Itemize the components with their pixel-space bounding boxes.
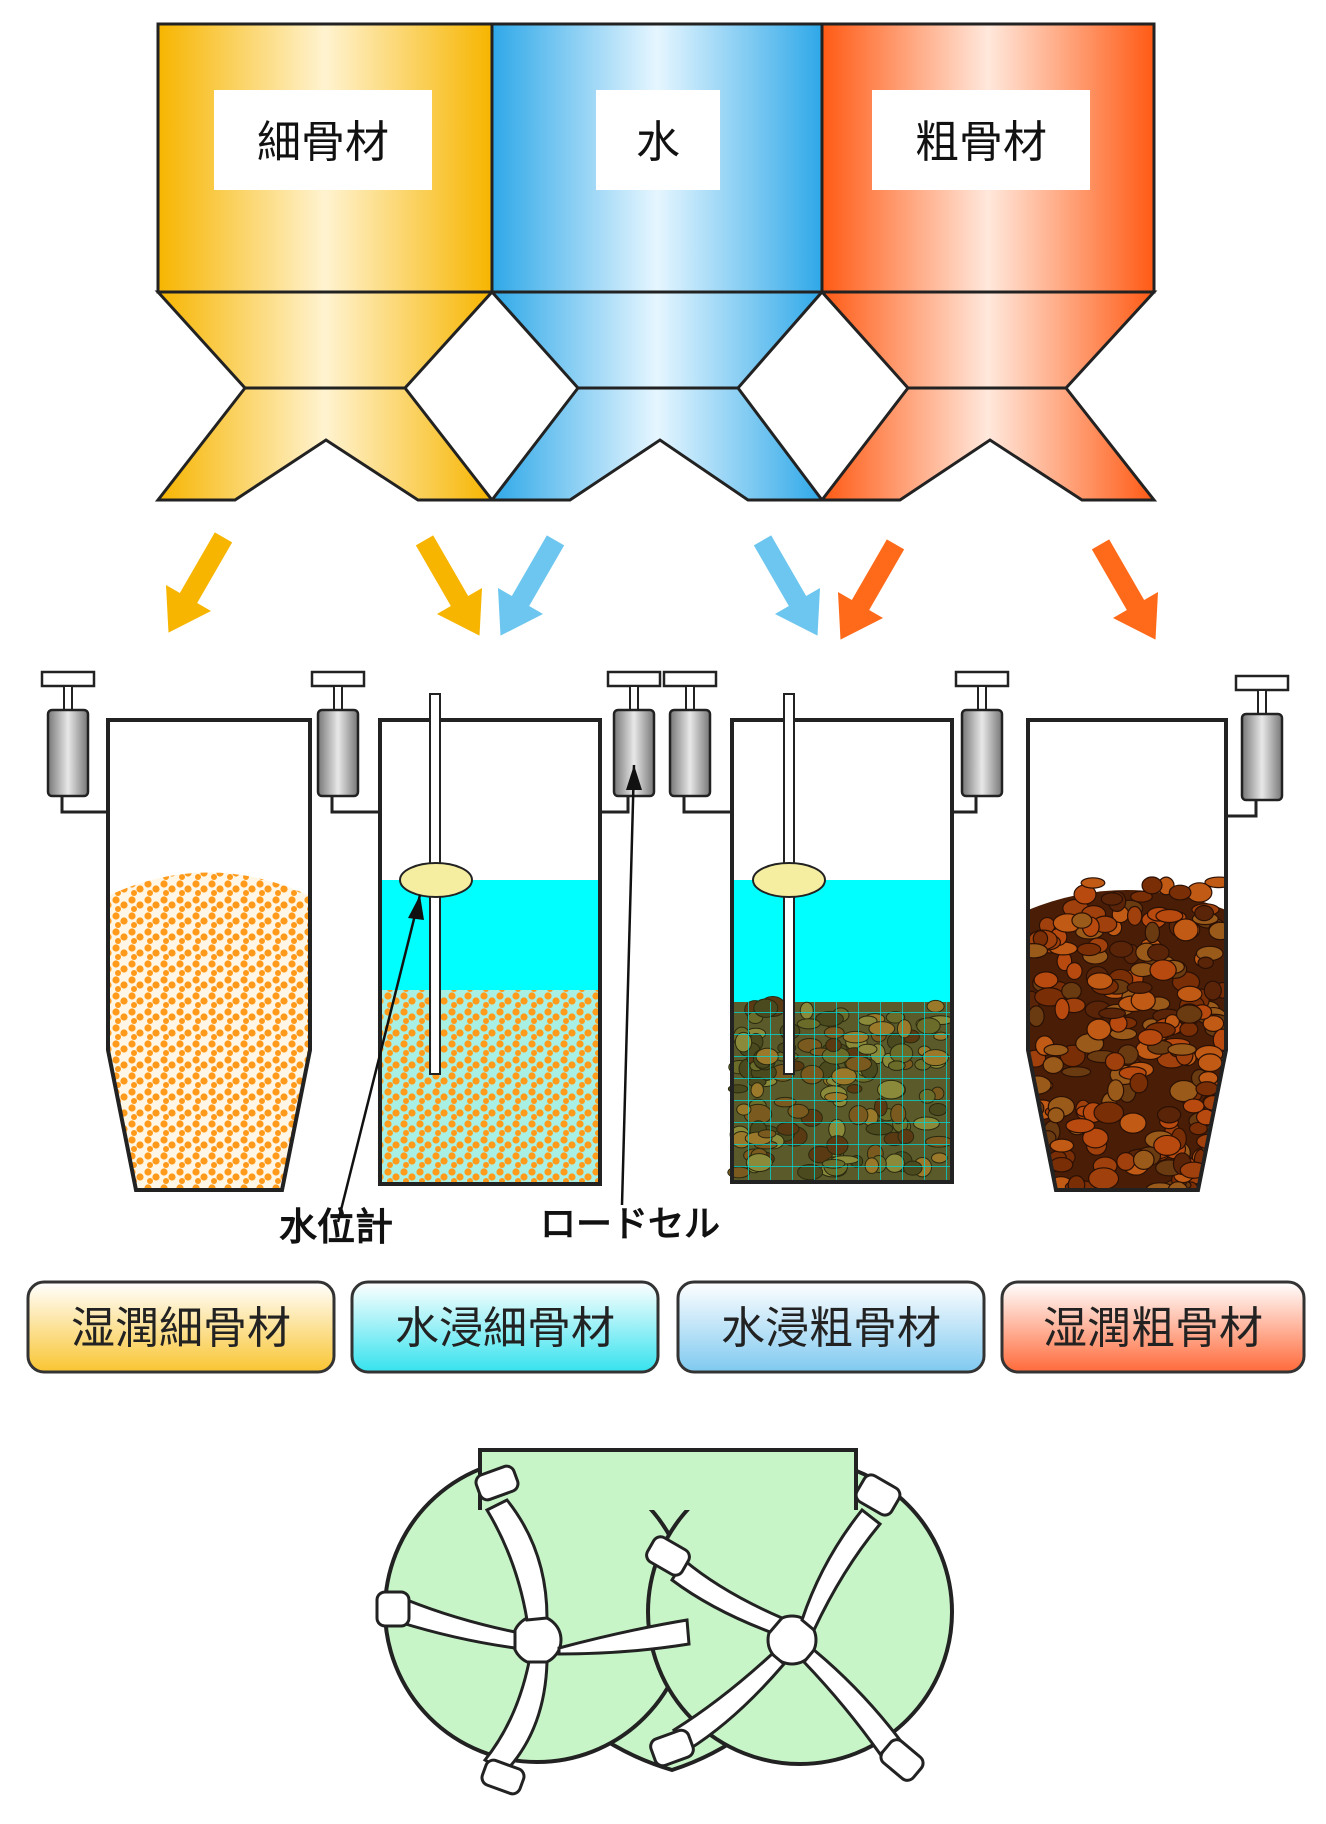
- load-cell-2-icon: [310, 670, 380, 814]
- callout-load-cell: ロードセル: [540, 764, 720, 1245]
- arrow-coarse-to-tank4-icon: [1091, 539, 1159, 640]
- tank-label-3-text: 水浸粗骨材: [721, 1303, 941, 1354]
- silo-water: 水: [488, 22, 826, 502]
- water-level-float-icon: [399, 862, 473, 898]
- tank-label-1-text: 湿潤細骨材: [71, 1303, 291, 1354]
- arrow-fine-to-tank2-icon: [415, 535, 483, 636]
- arrow-fine-to-tank1-icon: [165, 532, 233, 633]
- load-cell-5-icon: [952, 670, 1010, 814]
- tank-label-2: 水浸細骨材: [350, 1280, 660, 1374]
- tank-immersed-fine-aggregate: [378, 693, 602, 1186]
- mixer-right-paddles: [645, 1473, 925, 1782]
- tank-wet-fine-aggregate: [106, 718, 312, 1192]
- callout-water-level-meter: 水位計: [279, 894, 424, 1249]
- silo-coarse-aggregate: 粗骨材: [818, 22, 1158, 502]
- tank-label-4-text: 湿潤粗骨材: [1043, 1303, 1263, 1354]
- silo-fine-aggregate: 細骨材: [154, 22, 496, 502]
- silo-fine-aggregate-label: 細骨材: [257, 117, 389, 168]
- arrow-water-to-tank3-icon: [753, 535, 821, 636]
- feed-arrows: [165, 532, 1159, 640]
- load-cell-6-icon: [1226, 674, 1290, 818]
- tank-label-2-text: 水浸細骨材: [395, 1303, 615, 1354]
- water-level-meter-label: 水位計: [279, 1205, 393, 1249]
- arrow-water-to-tank2-icon: [497, 535, 565, 636]
- water-level-float-2-icon: [752, 862, 826, 898]
- tank-wet-coarse-aggregate: [1026, 718, 1228, 1192]
- load-cells: [40, 670, 1290, 818]
- load-cell-3-icon: [600, 670, 662, 814]
- tank-label-1: 湿潤細骨材: [26, 1280, 336, 1374]
- twin-shaft-mixer-icon: [375, 1448, 954, 1796]
- load-cell-4-icon: [662, 670, 732, 814]
- silo-water-label: 水: [636, 117, 680, 168]
- silo-coarse-aggregate-label: 粗骨材: [915, 117, 1047, 168]
- tank-label-4: 湿潤粗骨材: [1000, 1280, 1306, 1374]
- load-cell-label: ロードセル: [540, 1204, 720, 1245]
- tank-label-3: 水浸粗骨材: [676, 1280, 986, 1374]
- load-cell-1-icon: [40, 670, 108, 814]
- arrow-coarse-to-tank3-icon: [837, 539, 905, 640]
- tank-immersed-coarse-aggregate: [727, 693, 954, 1184]
- mixer-left-paddles: [375, 1464, 691, 1796]
